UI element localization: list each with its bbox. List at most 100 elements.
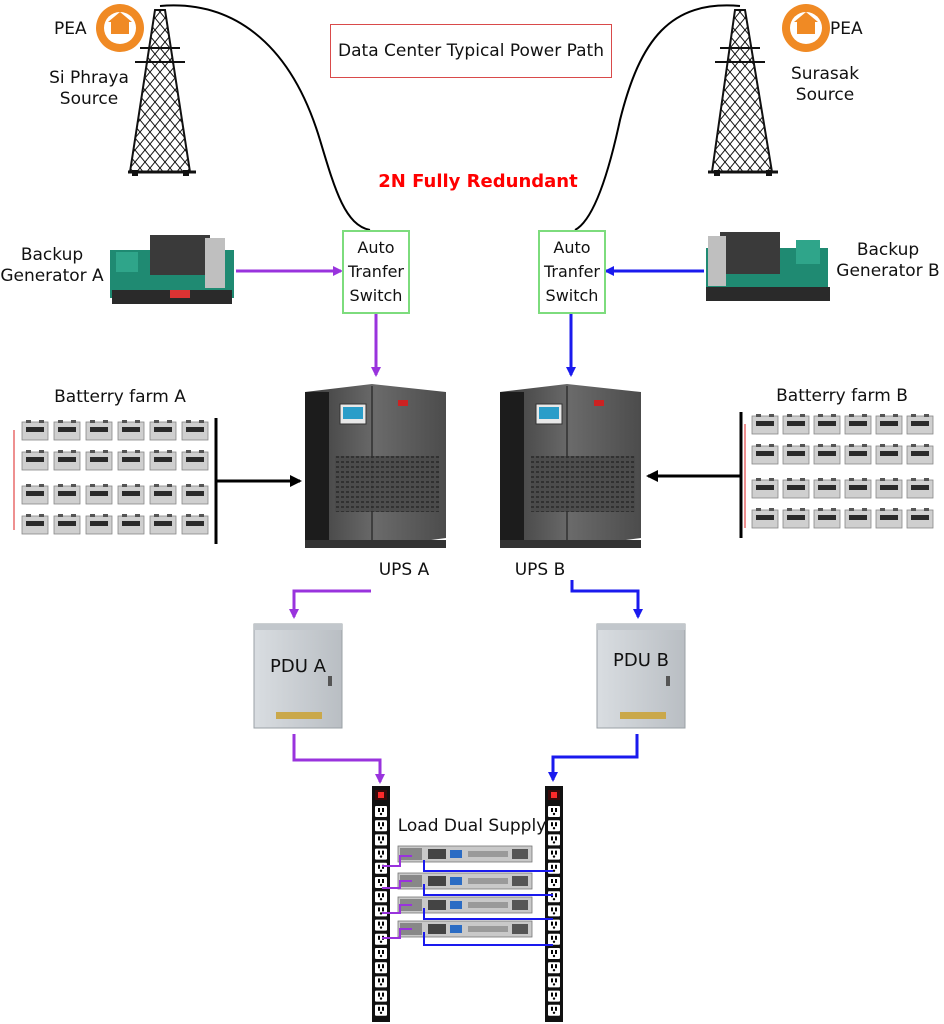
outlet-icon [375, 990, 387, 1002]
auto-transfer-switch-a: Auto Tranfer Switch [342, 230, 410, 314]
battery-cell-icon [906, 507, 934, 529]
power-line-right [574, 4, 741, 231]
source-left-line2: Source [59, 89, 119, 109]
battery-cell-icon [149, 449, 177, 471]
pdu-b-label: PDU B [613, 650, 669, 671]
generator-a-line1: Backup [20, 245, 84, 265]
outlet-icon [375, 806, 387, 817]
battery-cell-icon [844, 507, 872, 529]
battery-cell-icon [117, 483, 145, 505]
battery-cell-icon [751, 443, 779, 465]
ats-a-line1: Auto [357, 238, 395, 257]
battery-cell-icon [782, 413, 810, 435]
battery-cell-icon [906, 413, 934, 435]
battery-cell-icon [782, 443, 810, 465]
battery-cell-icon [751, 507, 779, 529]
battery-cell-icon [181, 449, 209, 471]
battery-cell-icon [751, 413, 779, 435]
outlet-icon [375, 877, 387, 888]
pea-logo-left [96, 4, 144, 52]
outlet-icon [548, 976, 560, 988]
battery-cell-icon [906, 443, 934, 465]
battery-cell-icon [181, 513, 209, 535]
arrow-pdu-a-to-rack [292, 734, 385, 784]
ups-b-label: UPS B [514, 560, 566, 580]
battery-farm-a [13, 418, 218, 544]
rack-pdu-strip-b [545, 786, 563, 1022]
outlet-icon [548, 948, 560, 959]
battery-cell-icon [875, 443, 903, 465]
generator-a-image [110, 235, 234, 304]
generator-b-label: Backup Generator B [836, 240, 940, 282]
diagram-title: Data Center Typical Power Path [330, 24, 612, 78]
source-right-line1: Surasak [790, 64, 860, 84]
battery-cell-icon [53, 513, 81, 535]
battery-cell-icon [875, 413, 903, 435]
battery-cell-icon [181, 419, 209, 441]
outlet-icon [548, 933, 560, 945]
outlet-icon [548, 848, 560, 860]
battery-cell-icon [875, 477, 903, 499]
pdu-a-cabinet [253, 623, 343, 729]
outlet-icon [548, 990, 560, 1002]
battery-cell-icon [875, 507, 903, 529]
ats-a-line3: Switch [349, 286, 403, 305]
battery-cell-icon [149, 419, 177, 441]
outlet-icon [375, 862, 387, 874]
arrow-ups-a-to-pdu [289, 589, 371, 619]
arrow-ups-b-to-pdu [570, 580, 643, 619]
ups-a-cabinet [305, 384, 446, 548]
battery-cell-icon [53, 483, 81, 505]
rack-pdu-strip-a [372, 786, 390, 1022]
source-left-line1: Si Phraya [49, 68, 129, 88]
battery-cell-icon [85, 513, 113, 535]
ats-a-line2: Tranfer [348, 262, 404, 281]
battery-cell-icon [85, 419, 113, 441]
battery-cell-icon [751, 477, 779, 499]
outlet-icon [548, 877, 560, 888]
ats-b-line2: Tranfer [544, 262, 600, 281]
ups-b-cabinet [500, 384, 641, 548]
power-line-left [159, 4, 371, 231]
battery-cell-icon [85, 449, 113, 471]
transmission-tower-right [708, 9, 778, 176]
generator-b-line2: Generator B [836, 261, 940, 281]
source-right-label: Surasak Source [780, 64, 870, 106]
generator-a-line2: Generator A [0, 266, 104, 286]
battery-farm-b-label: Batterry farm B [776, 386, 908, 406]
battery-cell-icon [53, 419, 81, 441]
outlet-icon [548, 1004, 560, 1016]
battery-cell-icon [85, 483, 113, 505]
load-dual-supply-label: Load Dual Supply [397, 816, 547, 836]
ats-b-line3: Switch [545, 286, 599, 305]
battery-cell-icon [813, 477, 841, 499]
source-left-label: Si Phraya Source [44, 68, 134, 110]
pea-logo-right [782, 4, 830, 52]
battery-cell-icon [117, 419, 145, 441]
auto-transfer-switch-b: Auto Tranfer Switch [538, 230, 606, 314]
outlet-icon [375, 962, 387, 974]
outlet-icon [548, 891, 560, 903]
source-right-line2: Source [795, 85, 855, 105]
arrow-pdu-b-to-rack [548, 734, 639, 782]
redundancy-label: 2N Fully Redundant [378, 171, 578, 192]
battery-cell-icon [844, 477, 872, 499]
outlet-icon [375, 905, 387, 917]
battery-cell-icon [181, 483, 209, 505]
outlet-icon [375, 891, 387, 903]
battery-cell-icon [782, 507, 810, 529]
outlet-icon [375, 820, 387, 832]
outlet-icon [375, 933, 387, 945]
pea-label-right: PEA [830, 19, 863, 39]
battery-cell-icon [21, 483, 49, 505]
outlet-icon [375, 919, 387, 931]
battery-cell-icon [906, 477, 934, 499]
battery-cell-icon [813, 443, 841, 465]
battery-cell-icon [813, 507, 841, 529]
outlet-icon [548, 905, 560, 917]
battery-cell-icon [21, 419, 49, 441]
outlet-icon [548, 962, 560, 974]
battery-cell-icon [149, 513, 177, 535]
pea-label-left: PEA [54, 19, 87, 39]
